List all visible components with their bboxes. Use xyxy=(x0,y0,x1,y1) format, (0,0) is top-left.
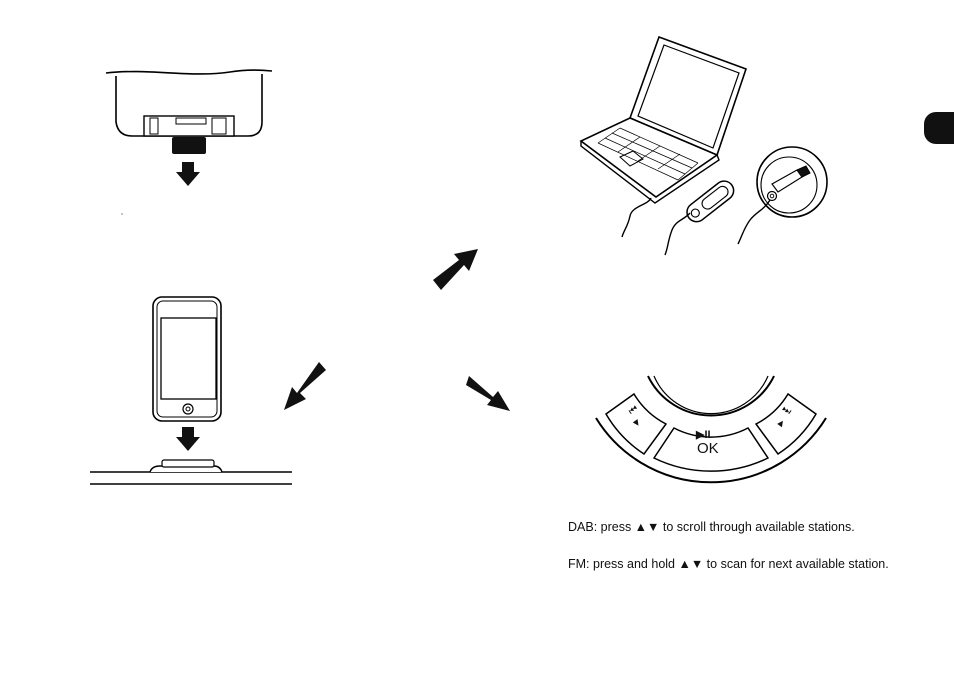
section-tab-marker xyxy=(924,112,954,144)
play-pause-icon[interactable]: ▶II xyxy=(696,429,711,441)
fm-instruction: FM: press and hold ▲▼ to scan for next a… xyxy=(568,557,889,571)
ok-button[interactable]: OK xyxy=(697,440,719,457)
control-panel: ⏮ ▼ ▶II OK ⏭ ▲ xyxy=(595,375,827,484)
dab-instruction: DAB: press ▲▼ to scroll through availabl… xyxy=(568,520,855,534)
